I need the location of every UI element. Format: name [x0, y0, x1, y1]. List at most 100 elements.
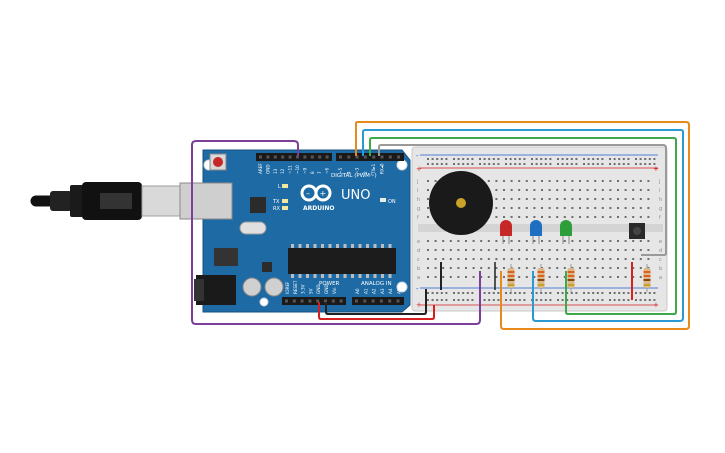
- row-letter: j: [416, 179, 418, 185]
- minus-label: -: [416, 285, 419, 293]
- atmega-chip: [288, 248, 396, 274]
- resistor: [643, 264, 651, 292]
- digital-pin-label: ~3: [355, 167, 360, 174]
- row-letter: j: [658, 179, 660, 185]
- row-letter: e: [417, 239, 420, 245]
- row-letter: d: [659, 248, 662, 254]
- wire-red[interactable]: [318, 302, 435, 320]
- blue-led[interactable]: [530, 220, 542, 244]
- plus-label: +: [416, 165, 422, 173]
- power-pin-label: GND: [316, 284, 321, 294]
- analog-pin-label: A4: [388, 288, 393, 294]
- digital-pin-label: 4: [346, 171, 351, 174]
- digital-pin-label: TX▸1: [371, 163, 376, 175]
- plus-label: +: [653, 165, 659, 173]
- plus-label: +: [653, 301, 659, 309]
- row-letter: d: [417, 248, 420, 254]
- row-letter: b: [417, 266, 420, 272]
- power-pin-label: RESET: [293, 280, 298, 294]
- wire-gray[interactable]: [378, 144, 667, 256]
- on-label: ON: [388, 199, 396, 205]
- digital-pin-label: ~9: [302, 167, 307, 174]
- row-letter: b: [659, 266, 662, 272]
- piezo-buzzer[interactable]: [429, 171, 493, 235]
- digital-pin-label: AREF: [258, 163, 263, 174]
- power-pin-label: IOREF: [285, 281, 290, 294]
- digital-header-left[interactable]: [256, 153, 332, 161]
- digital-pin-label: 7: [317, 171, 322, 174]
- digital-pin-label: ~5: [338, 167, 343, 174]
- power-pin-label: Vin: [332, 287, 337, 294]
- on-led: [380, 198, 386, 202]
- resistor: [507, 264, 515, 292]
- voltage-regulator: [214, 248, 238, 266]
- analog-pin-label: A1: [363, 288, 368, 294]
- row-letter: c: [417, 257, 420, 263]
- analog-pin-label: A3: [380, 288, 385, 294]
- row-letter: g: [417, 206, 420, 212]
- digital-pin-label: GND: [265, 164, 270, 174]
- digital-pin-label: 2: [363, 171, 368, 174]
- wire-blue[interactable]: [362, 129, 684, 322]
- analog-pin-label: A0: [355, 288, 360, 294]
- tx-led: [282, 199, 288, 203]
- row-letter: h: [659, 197, 662, 203]
- row-letter: i: [417, 188, 418, 194]
- l-led: [282, 184, 288, 188]
- minus-label: -: [416, 152, 419, 160]
- digital-pin-label: 12: [280, 168, 285, 174]
- analog-pin-label: A5: [397, 288, 402, 294]
- digital-pin-label: ~6: [325, 167, 330, 174]
- wire-black[interactable]: [325, 289, 427, 315]
- analog-header[interactable]: [352, 297, 404, 305]
- arduino-logo: – +: [300, 184, 332, 202]
- arduino-label: ARDUINO: [303, 205, 334, 212]
- analog-pin-label: A2: [372, 288, 377, 294]
- push-button[interactable]: [629, 223, 645, 239]
- svg-text:+: +: [320, 189, 327, 198]
- row-letter: f: [659, 215, 661, 221]
- row-letter: g: [659, 206, 662, 212]
- power-header-label: POWER: [319, 281, 340, 287]
- wire-purple[interactable]: [191, 140, 481, 325]
- row-letter: a: [417, 275, 420, 281]
- row-letter: f: [417, 215, 419, 221]
- row-letter: c: [659, 257, 662, 263]
- svg-text:–: –: [306, 189, 310, 198]
- usb-jack: [179, 182, 233, 220]
- analog-header-label: ANALOG IN: [361, 281, 392, 287]
- resistor: [537, 264, 545, 292]
- power-header[interactable]: [282, 297, 346, 305]
- power-pin-label: GND: [324, 284, 329, 294]
- wire-orange[interactable]: [355, 121, 690, 330]
- digital-pin-label: ~10: [295, 165, 300, 174]
- digital-pin-label: RX◂0: [380, 163, 385, 174]
- reset-button-cap[interactable]: [213, 157, 223, 167]
- green-led[interactable]: [560, 220, 572, 244]
- uno-label: UNO: [341, 188, 370, 203]
- digital-pin-label: 8: [310, 171, 315, 174]
- digital-header-label: DIGITAL (PWM~): [331, 173, 377, 179]
- row-letter: i: [659, 188, 660, 194]
- row-letter: h: [417, 197, 420, 203]
- l-label: L: [278, 184, 281, 190]
- power-pin-label: 3.3V: [301, 284, 306, 294]
- digital-header-right[interactable]: [336, 153, 404, 161]
- rx-label: RX: [273, 206, 280, 212]
- tx-label: TX: [272, 199, 280, 205]
- crystal: [239, 221, 267, 235]
- wire-green[interactable]: [369, 137, 677, 315]
- rx-led: [282, 206, 288, 210]
- row-letter: a: [659, 275, 662, 281]
- power-pin-label: 5V: [308, 288, 313, 294]
- arduino-uno-board[interactable]: – + ARDUINO UNO DIGITAL (PWM~) POWER ANA…: [179, 149, 411, 313]
- capacitor: [264, 277, 284, 297]
- row-letter: e: [659, 239, 662, 245]
- red-led[interactable]: [500, 220, 512, 244]
- usb-chip: [250, 197, 266, 213]
- digital-pin-label: 13: [273, 168, 278, 174]
- resistor: [567, 264, 575, 292]
- capacitor: [242, 277, 262, 297]
- plus-label: +: [416, 301, 422, 309]
